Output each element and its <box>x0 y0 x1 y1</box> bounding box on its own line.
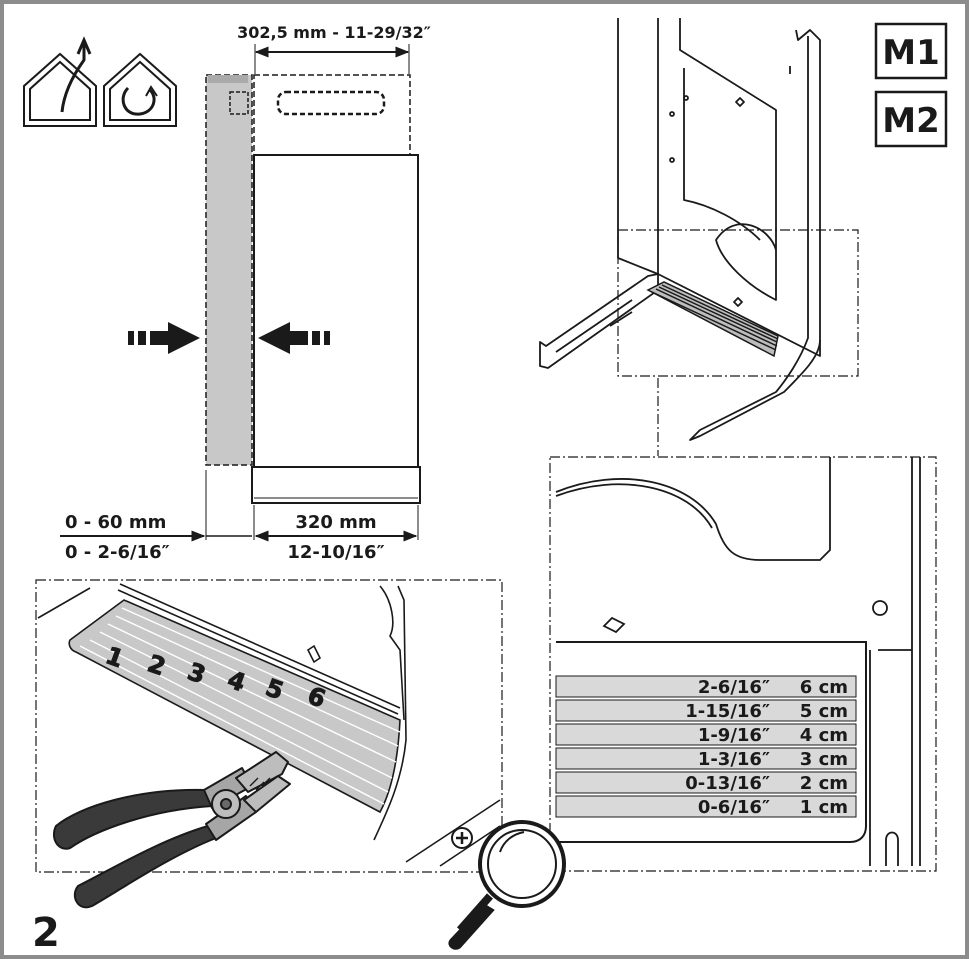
extension-panel-shaded <box>205 74 253 466</box>
table-cell-cm: 6 cm <box>800 677 848 698</box>
hood-front-view <box>205 74 421 504</box>
table-cell-inch: 1-15/16″ <box>685 701 770 722</box>
table-cell-cm: 2 cm <box>800 773 848 794</box>
table-row-bg <box>555 675 857 698</box>
table-detail-frame <box>549 456 937 872</box>
table-cell-cm: 3 cm <box>800 749 848 770</box>
chimney-slot <box>276 90 386 116</box>
table-row-bg <box>555 795 857 818</box>
size-table: 2-6/16″ 6 cm 1-15/16″ 5 cm 1-9/16″ 4 cm … <box>555 675 857 818</box>
house-exhaust-icon <box>23 36 97 127</box>
strip-detail-drawing <box>37 583 501 867</box>
grooved-strip <box>68 599 401 814</box>
bottom-width-in-label: 12-10/16″ <box>287 542 384 563</box>
table-row-bg <box>555 771 857 794</box>
side-range-in-label: 0 - 2-6/16″ <box>65 542 170 563</box>
badge-m1-box <box>874 22 948 80</box>
mounting-bracket-view <box>539 18 821 441</box>
table-row-bg <box>555 747 857 770</box>
badge-m2-box <box>874 90 948 148</box>
badge-m2: M2 <box>882 101 940 141</box>
house-recirculation-icon <box>103 52 177 127</box>
magnifier-plus-icon <box>448 820 566 950</box>
table-cell-inch: 1-9/16″ <box>698 725 770 746</box>
side-range-mm-label: 0 - 60 mm <box>65 512 166 533</box>
table-cell-inch: 0-13/16″ <box>685 773 770 794</box>
table-row-bg <box>555 699 857 722</box>
bracket-detail-frame <box>617 229 859 377</box>
top-width-label: 302,5 mm - 11-29/32″ <box>237 23 431 42</box>
bottom-width-mm-label: 320 mm <box>295 512 376 533</box>
inward-arrow-icon-right <box>258 322 330 354</box>
step-number: 2 <box>32 910 60 956</box>
badge-m1: M1 <box>882 33 940 73</box>
hood-bottom-edge <box>251 466 421 504</box>
table-cell-inch: 1-3/16″ <box>698 749 770 770</box>
table-detail-drawing <box>555 457 921 866</box>
table-cell-inch: 0-6/16″ <box>698 797 770 818</box>
table-row-bg <box>555 723 857 746</box>
table-cell-cm: 4 cm <box>800 725 848 746</box>
pliers-icon <box>52 751 291 909</box>
bracket-grooved-strip <box>646 281 779 358</box>
inward-arrow-icon <box>128 322 200 354</box>
table-cell-cm: 1 cm <box>800 797 848 818</box>
chimney-lower-panel <box>253 154 419 468</box>
strip-grooves <box>79 607 401 805</box>
table-cell-inch: 2-6/16″ <box>698 677 770 698</box>
strip-detail-frame <box>35 579 503 873</box>
table-cell-cm: 5 cm <box>800 701 848 722</box>
